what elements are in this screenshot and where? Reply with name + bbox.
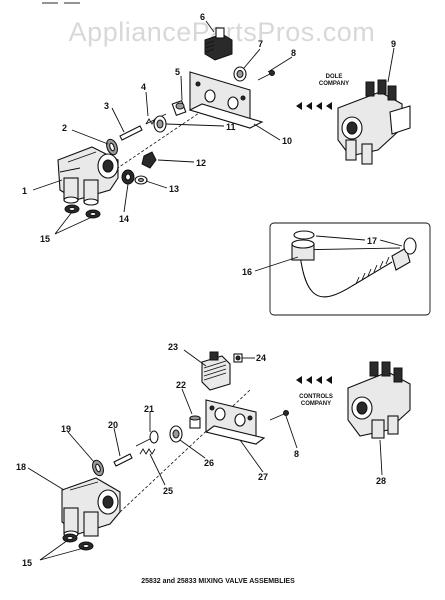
dole-valve-part-9 — [337, 79, 411, 165]
ring-part-7 — [233, 66, 247, 82]
valve-body-part-18 — [61, 477, 121, 538]
callout-18: 18 — [16, 462, 26, 472]
disc-part-19 — [92, 459, 104, 477]
callout-15-upper: 15 — [40, 234, 50, 244]
screw-part-8-lower — [269, 410, 289, 421]
callout-6: 6 — [200, 12, 205, 22]
callout-16: 16 — [242, 267, 252, 277]
seal-part-14 — [121, 169, 135, 185]
screw-part-8 — [257, 70, 275, 81]
callout-8-upper: 8 — [291, 48, 296, 58]
callout-19: 19 — [61, 424, 71, 434]
callout-4: 4 — [141, 82, 146, 92]
callout-11: 11 — [226, 122, 236, 132]
controls-company-label-line1: CONTROLS — [299, 394, 333, 400]
callout-9: 9 — [391, 39, 396, 49]
callout-3: 3 — [104, 101, 109, 111]
callout-17: 17 — [367, 236, 377, 246]
armature-part-11 — [153, 115, 167, 133]
dole-arrows — [296, 102, 332, 110]
callout-25: 25 — [163, 486, 173, 496]
callout-28: 28 — [376, 476, 386, 486]
callout-23: 23 — [168, 342, 178, 352]
disc-part-2 — [106, 138, 118, 156]
sleeve-part-24 — [233, 353, 243, 363]
coil-part-23 — [201, 351, 231, 391]
callout-13: 13 — [169, 184, 179, 194]
callout-2: 2 — [62, 123, 67, 133]
dole-company-label-line2: COMPANY — [319, 81, 349, 87]
ring-part-26 — [169, 425, 183, 443]
callout-15-lower: 15 — [22, 558, 32, 568]
controls-valve-part-28 — [347, 361, 411, 439]
callout-12: 12 — [196, 158, 206, 168]
callout-8-lower: 8 — [294, 449, 299, 459]
bracket-part-10 — [188, 71, 264, 129]
callout-27: 27 — [258, 472, 268, 482]
sleeve-part-5 — [171, 99, 187, 117]
callout-21: 21 — [144, 404, 154, 414]
callout-14: 14 — [119, 214, 129, 224]
hose-part-16 — [291, 239, 411, 298]
diagram-caption: 25832 and 25833 MIXING VALVE ASSEMBLIES — [141, 578, 295, 585]
callout-5: 5 — [175, 67, 180, 77]
callout-20: 20 — [108, 420, 118, 430]
clip-part-12 — [141, 151, 157, 169]
hose-assembly — [254, 222, 431, 316]
callout-26: 26 — [204, 458, 214, 468]
valve-body-part-1 — [57, 146, 119, 206]
controls-arrows — [296, 376, 332, 384]
coil-part-6 — [204, 27, 233, 61]
spring-part-25 — [139, 448, 156, 455]
sleeve-part-22 — [189, 415, 201, 429]
upper-assembly: DOLE COMPANY — [32, 20, 411, 235]
callout-22: 22 — [176, 380, 186, 390]
pin-part-20 — [113, 453, 133, 467]
callout-24: 24 — [256, 353, 266, 363]
callout-1: 1 — [22, 186, 27, 196]
lower-assembly: CONTROLS COMPANY — [27, 349, 411, 561]
callout-numbers: 1 2 3 4 5 6 7 8 9 10 11 12 13 14 15 16 1… — [16, 12, 396, 568]
controls-company-label-line2: COMPANY — [301, 401, 331, 407]
pin-part-3 — [119, 125, 143, 141]
dole-company-label-line1: DOLE — [326, 74, 343, 80]
callout-7: 7 — [258, 39, 263, 49]
callout-10: 10 — [282, 136, 292, 146]
washer-part-13 — [134, 175, 148, 185]
hose-washers-part-17 — [293, 230, 417, 255]
inlet-washers-part-15-top — [64, 204, 101, 219]
bracket-part-27 — [204, 399, 266, 445]
plunger-part-21 — [135, 430, 159, 447]
